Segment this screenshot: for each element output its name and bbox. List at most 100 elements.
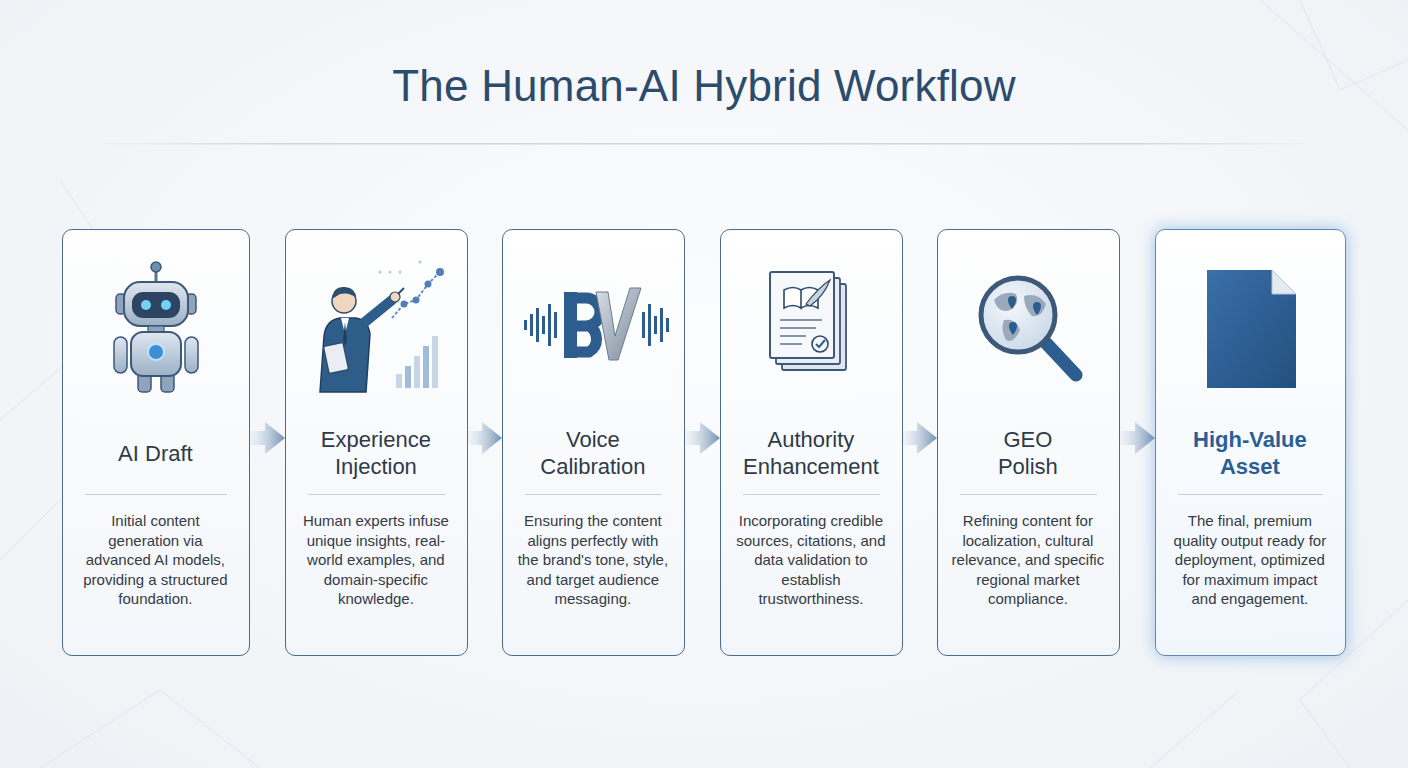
robot-body xyxy=(131,332,181,376)
trend-points xyxy=(401,268,445,308)
background-line xyxy=(1300,0,1408,90)
divider-line xyxy=(308,494,445,495)
chart-bar xyxy=(396,374,402,388)
grid-dots xyxy=(379,261,422,274)
robot-leg xyxy=(138,372,151,392)
location-pin xyxy=(1008,296,1016,309)
document-fold xyxy=(1272,270,1296,294)
step-description: Refining content for localization, cultu… xyxy=(938,511,1118,609)
grid-dot xyxy=(399,271,402,274)
check-badge xyxy=(812,336,828,352)
wave-bar xyxy=(524,320,527,330)
continent xyxy=(1002,320,1020,341)
robot-antenna xyxy=(155,270,158,283)
documents-icon xyxy=(770,272,846,370)
diagram-title: The Human-AI Hybrid Workflow xyxy=(0,58,1408,114)
wave-bar xyxy=(548,304,551,346)
magnifier-globe-icon xyxy=(981,278,1076,375)
wave-bar xyxy=(530,314,533,336)
robot-neck xyxy=(148,326,164,333)
robot-ear xyxy=(186,294,196,314)
background-line xyxy=(1150,690,1240,768)
step-heading: GEO Polish xyxy=(978,424,1078,482)
location-pin xyxy=(1009,322,1017,335)
trend-point xyxy=(425,281,432,288)
step-heading: Authority Enhancement xyxy=(731,424,891,482)
divider-line xyxy=(743,494,880,495)
step-heading: Voice Calibration xyxy=(528,424,658,482)
bar-chart xyxy=(396,336,438,388)
step-description: Incorporating credible sources, citation… xyxy=(721,511,901,609)
hair xyxy=(332,287,356,299)
divider-line xyxy=(1178,494,1323,495)
robot-chest-light xyxy=(148,344,164,360)
continent xyxy=(1024,295,1046,316)
step-heading: High-Value Asset xyxy=(1187,424,1312,482)
asset-document-icon xyxy=(1207,270,1296,388)
open-book xyxy=(784,288,818,309)
back-page xyxy=(782,284,846,370)
process-box: Authority EnhancementIncorporating credi… xyxy=(720,229,903,656)
expert-icon xyxy=(320,261,444,393)
flow-arrow xyxy=(1120,422,1155,454)
step-description: Initial content generation via advanced … xyxy=(63,511,248,609)
hand xyxy=(390,292,400,302)
chart-bar xyxy=(432,336,438,388)
tie xyxy=(343,322,347,346)
chart-bar xyxy=(423,346,429,388)
robot-head xyxy=(124,282,188,326)
robot-ear xyxy=(116,294,126,314)
flow-arrow xyxy=(903,422,937,454)
document-sheet xyxy=(1207,270,1296,388)
logo-b-stem xyxy=(564,292,577,358)
wave-bar xyxy=(642,312,645,338)
step-description: The final, premium quality output ready … xyxy=(1156,511,1344,609)
divider-line xyxy=(960,494,1097,495)
magnifier-handle xyxy=(1046,343,1076,375)
trend-line xyxy=(392,272,440,318)
front-page xyxy=(770,272,834,358)
divider-line xyxy=(525,494,662,495)
robot-eye xyxy=(161,300,171,310)
process-box: High-Value AssetThe final, premium quali… xyxy=(1155,229,1346,656)
flow-arrow xyxy=(468,422,502,454)
robot-icon xyxy=(114,262,198,392)
wave-bar xyxy=(666,318,669,332)
background-line xyxy=(1260,0,1408,130)
text-line xyxy=(780,343,802,345)
sound-wave xyxy=(524,304,669,346)
grid-dot xyxy=(389,271,392,274)
flow-arrow xyxy=(250,422,285,454)
continent xyxy=(994,293,1017,311)
title-rule xyxy=(85,143,1325,145)
shirt-collar xyxy=(341,318,349,334)
robot-face xyxy=(132,292,180,318)
process-box: GEO PolishRefining content for localizat… xyxy=(937,229,1120,656)
robot-arm xyxy=(185,337,198,373)
robot-leg xyxy=(161,372,174,392)
grid-dot xyxy=(419,261,422,264)
raised-arm xyxy=(360,300,392,326)
robot-antenna-tip xyxy=(151,262,161,272)
flow-arrow xyxy=(685,422,720,454)
wave-bar xyxy=(648,304,651,346)
logo-b-bowls xyxy=(570,298,600,352)
chart-bar xyxy=(414,356,420,388)
grid-dot xyxy=(379,271,382,274)
tablet xyxy=(323,342,348,374)
wave-bar xyxy=(660,308,663,342)
text-line xyxy=(780,319,822,321)
voice-logo-icon xyxy=(524,288,669,360)
process-box: AI DraftInitial content generation via a… xyxy=(62,229,250,656)
step-heading: Experience Injection xyxy=(301,424,451,482)
text-line xyxy=(780,335,806,337)
text-lines xyxy=(780,320,822,344)
middle-page xyxy=(776,278,840,364)
suit-body xyxy=(320,318,370,392)
location-pins xyxy=(1008,296,1041,335)
trend-point xyxy=(401,301,408,308)
magnifier-lens xyxy=(981,278,1055,352)
